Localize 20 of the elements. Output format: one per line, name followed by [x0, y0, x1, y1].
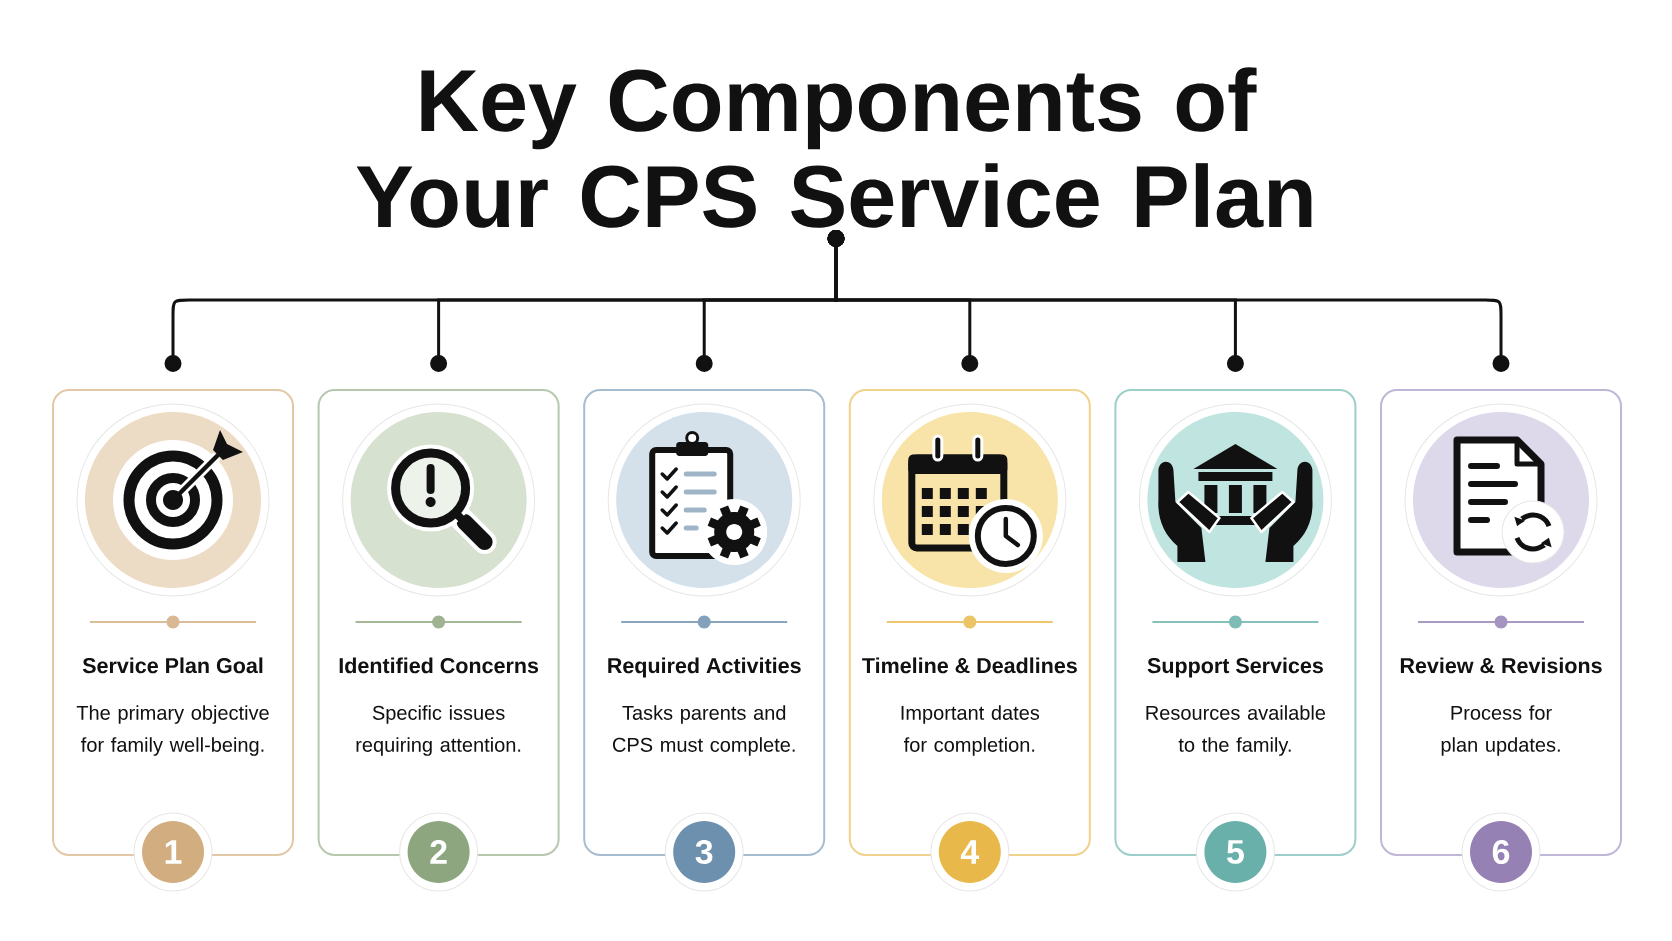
card-description: Tasks parents and CPS must complete.: [613, 705, 795, 756]
card-title: Required Activities: [608, 657, 801, 678]
card-title: Review & Revisions: [1400, 657, 1602, 674]
card-description: Specific issues requiring attention.: [356, 705, 521, 756]
card-title: Support Services: [1147, 657, 1323, 678]
number-badge: 4: [930, 812, 1010, 892]
card-title: Timeline & Deadlines: [862, 657, 1077, 674]
card-title: Service Plan Goal: [82, 657, 263, 674]
card-description: Important dates for completion.: [901, 705, 1040, 756]
title: Key Components of Your CPS Service Plan: [356, 67, 1312, 228]
number-badge: 6: [1461, 812, 1541, 892]
number-badge: 3: [664, 812, 744, 892]
card-description: Resources available to the family.: [1146, 705, 1326, 756]
connector: [827, 230, 1510, 372]
card-description: Process for plan updates.: [1441, 705, 1560, 756]
number-badge: 2: [399, 812, 479, 892]
card-title: Identified Concerns: [339, 657, 539, 674]
number-badge: 1: [133, 812, 213, 892]
card-description: The primary objective for family well-being.: [76, 705, 269, 756]
number-badge: 5: [1195, 812, 1275, 892]
